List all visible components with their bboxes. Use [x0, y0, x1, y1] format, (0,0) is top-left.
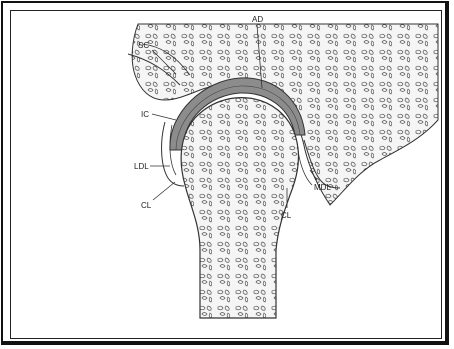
label-cl-left: CL: [141, 201, 152, 210]
label-ldl: LDL: [134, 162, 149, 171]
leader-ic: [152, 114, 176, 120]
leader-cl-left: [153, 182, 175, 200]
label-sc: SC: [138, 41, 149, 50]
humerus: [181, 98, 298, 318]
label-mdl: MDL: [314, 183, 331, 192]
label-ic: IC: [141, 110, 149, 119]
label-ad: AD: [252, 15, 263, 24]
label-cl-right: CL: [281, 211, 292, 220]
